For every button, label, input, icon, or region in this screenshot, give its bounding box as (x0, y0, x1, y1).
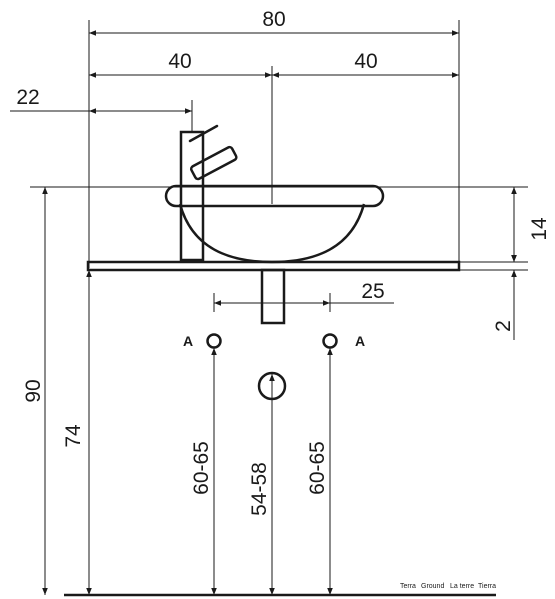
dim-half-right: 40 (354, 50, 377, 73)
dim-basin-height: 14 (528, 217, 551, 241)
floor-label-en: Ground (421, 583, 444, 590)
dim-total-height: 90 (22, 379, 45, 402)
supply-label-left: A (183, 333, 193, 349)
supply-label-right: A (355, 333, 365, 349)
floor-label-fr: Terra (400, 583, 416, 590)
dim-counter-thickness: 2 (492, 320, 515, 332)
dim-counter-height: 74 (62, 424, 85, 448)
dim-drain-spacing: 25 (361, 280, 384, 303)
floor-label-it: La terre (450, 583, 474, 590)
dim-supply-right-height: 60-65 (306, 441, 329, 495)
dim-half-left: 40 (168, 50, 191, 73)
floor-labels: Terra Ground La terre Tierra (400, 583, 496, 590)
dim-drain-height: 54-58 (248, 462, 271, 516)
drain-pipe (260, 268, 286, 325)
supply-inlet-left (206, 333, 222, 349)
dim-supply-left-height: 60-65 (190, 441, 213, 495)
dim-faucet-offset: 22 (16, 86, 39, 109)
faucet (179, 124, 238, 262)
floor-label-es: Tierra (478, 583, 496, 590)
dim-total-width: 80 (262, 8, 285, 31)
supply-inlet-right (322, 333, 338, 349)
basin (164, 184, 385, 264)
